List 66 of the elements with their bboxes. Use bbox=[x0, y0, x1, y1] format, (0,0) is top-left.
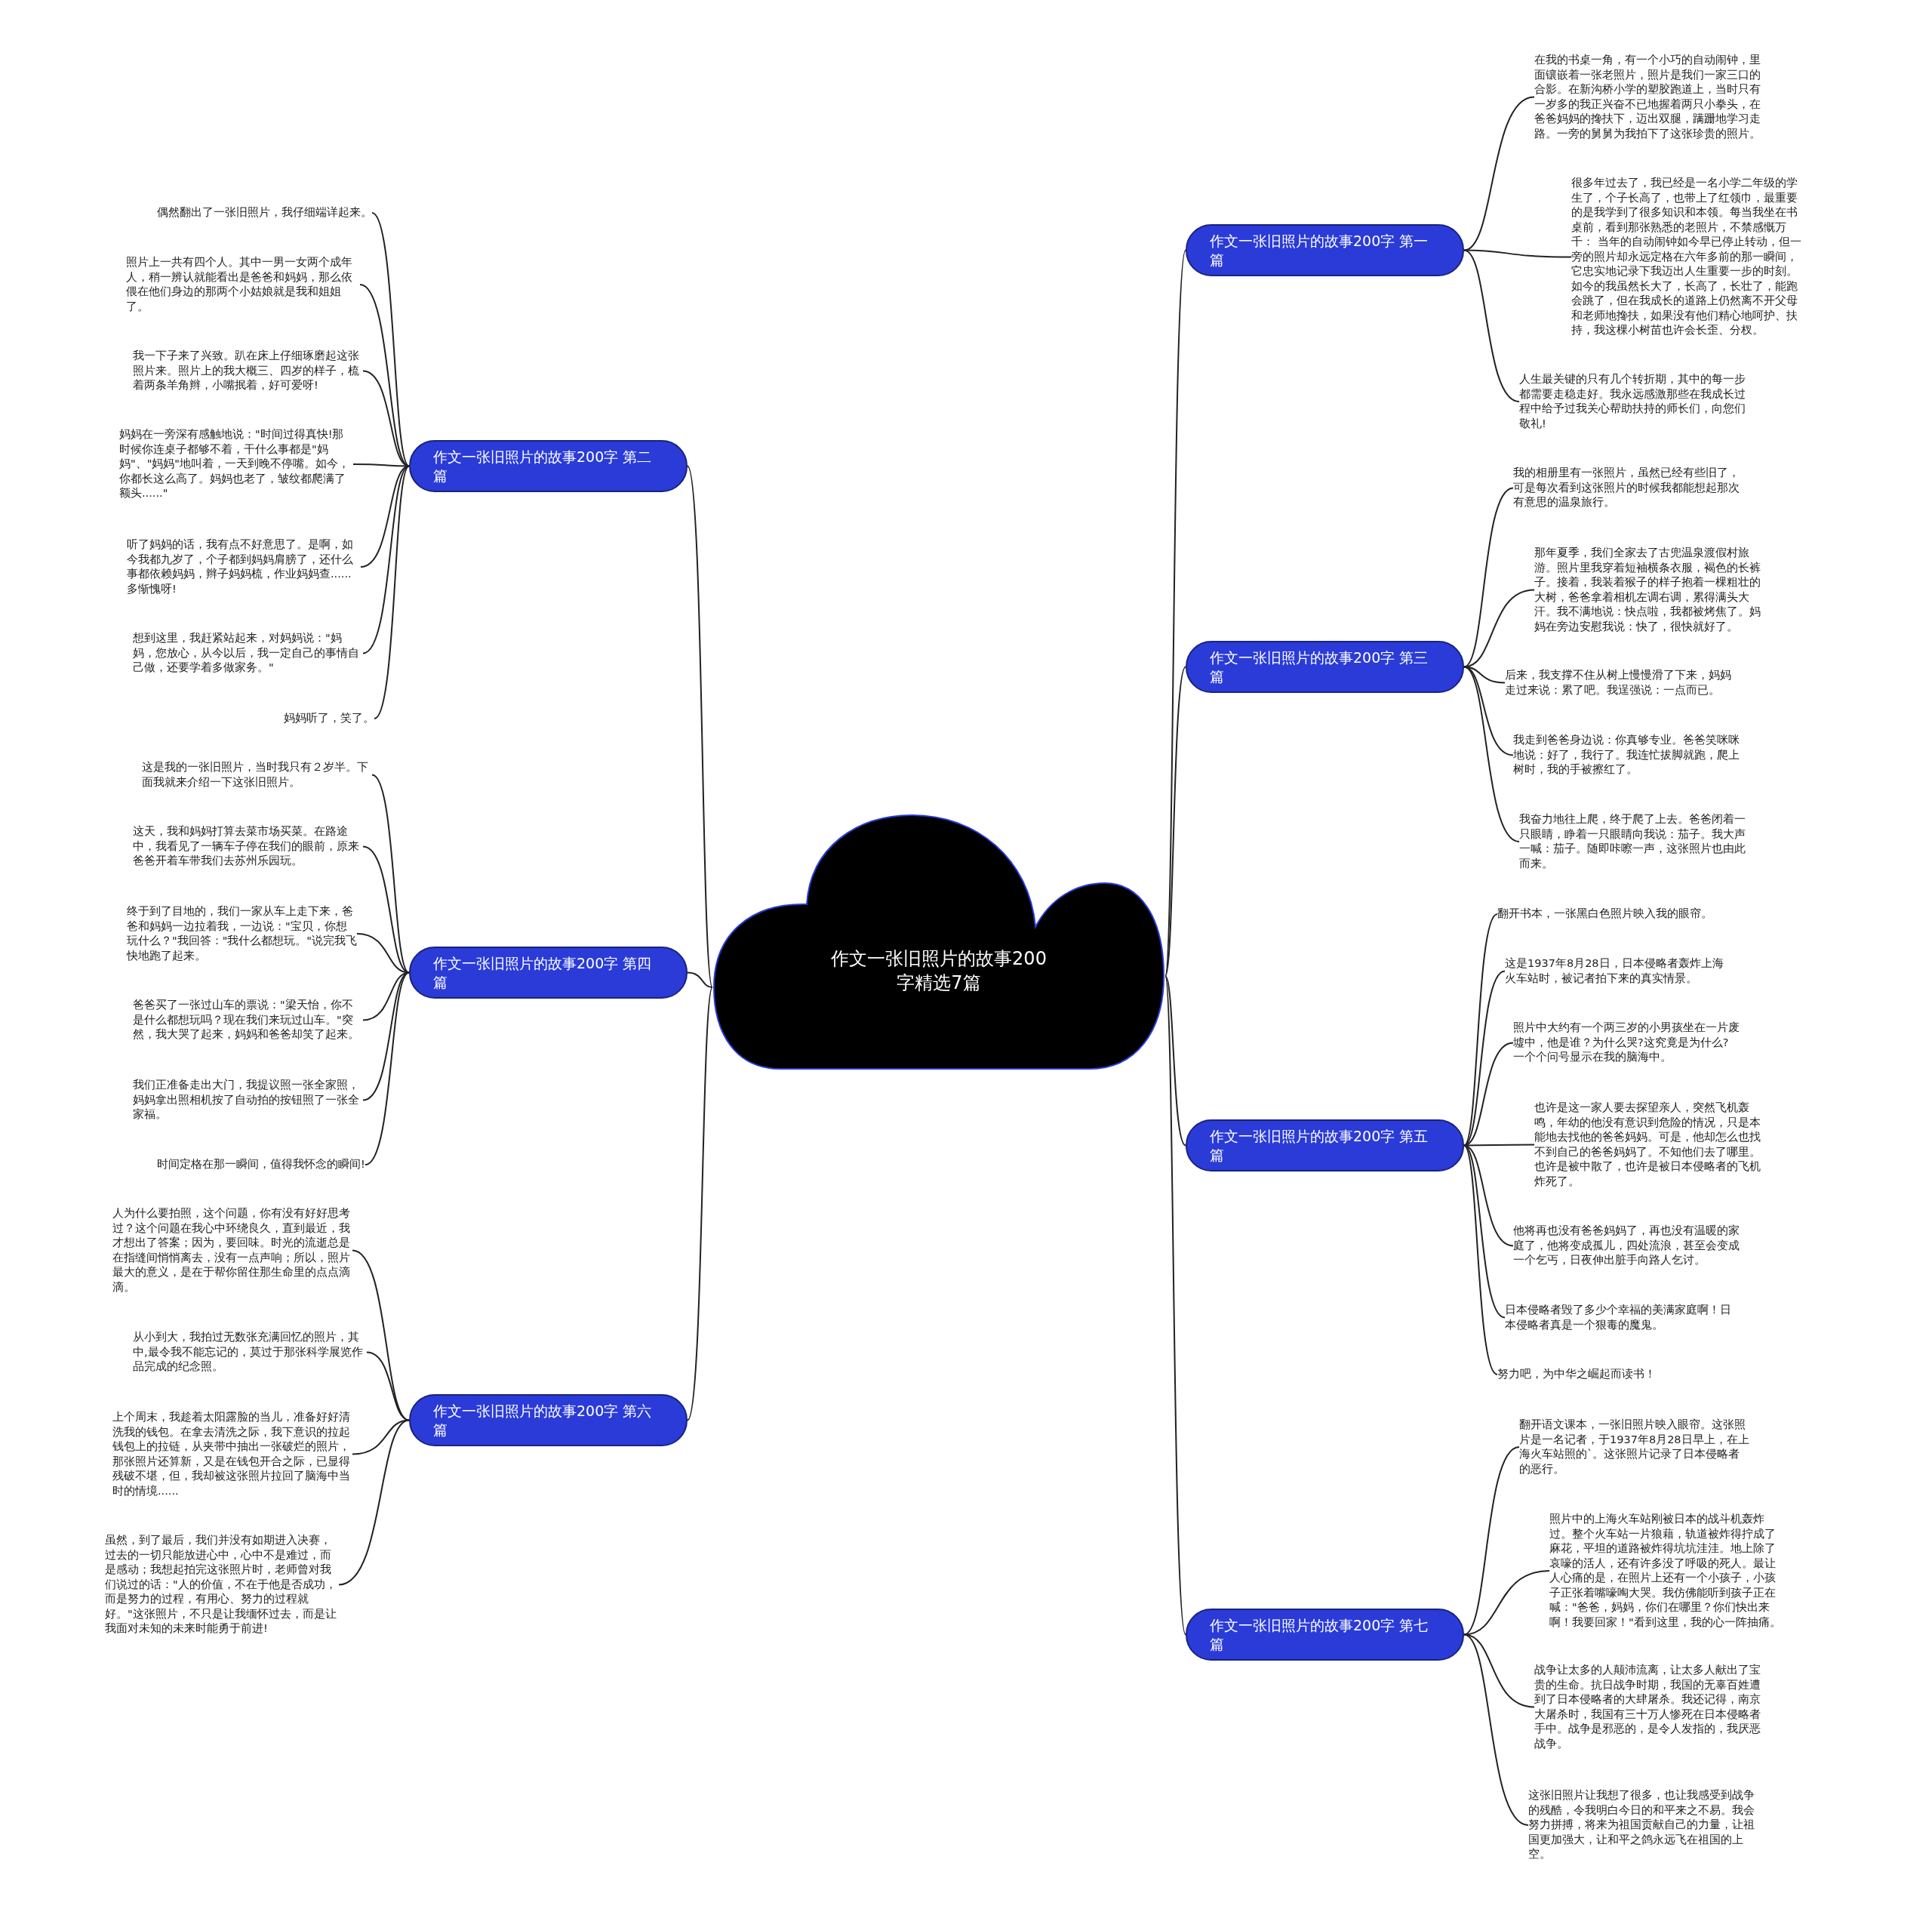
note-text: 他将再也没有爸爸妈妈了，再也没有温暖的家庭了，他将变成孤儿，四处流浪，甚至会变成一个乞丐，日夜伸出脏手向路人乞讨。 bbox=[1513, 1224, 1743, 1268]
note-text: 努力吧，为中华之崛起而读书！ bbox=[1497, 1367, 1656, 1382]
topic-box: 作文一张旧照片的故事200字 第七篇 bbox=[1186, 1609, 1464, 1661]
note-text: 终于到了目地的，我们一家从车上走下来，爸爸和妈妈一边拉着我，一边说："宝贝，你想玩什么？"我回答："我什么都想玩。"说完我飞快地跑了起来。 bbox=[127, 904, 357, 963]
note-text: 照片中的上海火车站刚被日本的战斗机轰炸过。整个火车站一片狼藉，轨道被炸得拧成了麻花，平坦的道路被炸得坑坑洼洼。地上除了哀嚎的活人，还有许多没了呼吸的死人。最让人心痛的是，在照片上还有一个小孩子，小孩子正张着嘴嚎啕大哭。我仿佛能听到孩子正在喊："爸爸，妈妈，你们在哪里？你们快出来啊！我要回家！"看到这里，我的心一阵抽痛。 bbox=[1549, 1512, 1783, 1630]
note-text: 我奋力地往上爬，终于爬了上去。爸爸闭着一只眼睛，睁着一只眼睛向我说：茄子。我大声一喊：茄子。随即咔嚓一声，这张照片也由此而来。 bbox=[1519, 812, 1746, 871]
note-text: 人生最关键的只有几个转折期，其中的每一步都需要走稳走好。我永远感激那些在我成长过程中给予过我关心帮助扶持的师长们，向您们敬礼! bbox=[1519, 372, 1746, 431]
connector-line bbox=[1463, 1570, 1550, 1636]
topic-box: 作文一张旧照片的故事200字 第四篇 bbox=[409, 947, 688, 999]
topic-box: 作文一张旧照片的故事200字 第三篇 bbox=[1186, 641, 1464, 693]
topic-box: 作文一张旧照片的故事200字 第二篇 bbox=[409, 440, 688, 492]
connector-line bbox=[687, 971, 713, 988]
note-text: 爸爸买了一张过山车的票说："梁天怡，你不是什么都想玩吗？现在我们来玩过山车。"突然，我大哭了起来，妈妈和爸爸却笑了起来。 bbox=[133, 998, 363, 1042]
topic-box: 作文一张旧照片的故事200字 第一篇 bbox=[1186, 224, 1464, 276]
connector-line bbox=[366, 1351, 410, 1421]
note-text: 从小到大，我拍过无数张充满回忆的照片，其中,最令我不能忘记的，莫过于那张科学展览作品完成的纪念照。 bbox=[133, 1330, 367, 1375]
topic-box: 作文一张旧照片的故事200字 第五篇 bbox=[1186, 1119, 1464, 1171]
note-text: 也许是这一家人要去探望亲人，突然飞机轰鸣，年幼的他没有意识到危险的情况，只是本能地去找他的爸爸妈妈。可是，他却怎么也找不到自己的爸爸妈妈了。不知他们去了哪里。也许是被中散了，也许是被日本侵略者的飞机炸死了。 bbox=[1534, 1101, 1764, 1189]
connector-line bbox=[371, 212, 410, 467]
central-topic-cloud: 作文一张旧照片的故事200字精选7篇 bbox=[712, 814, 1165, 1070]
note-text: 人为什么要拍照，这个问题，你有没有好好思考过？这个问题在我心中环绕良久，直到最近，我才想出了答案；因为，要回味。时光的流逝总是在指缝间悄悄离去，没有一点声响；所以，照片最大的意义，是在于帮你留住那生命里的点点滴滴。 bbox=[112, 1206, 352, 1295]
note-text: 虽然，到了最后，我们并没有如期进入决赛，过去的一切只能放进心中，心中不是难过，而是感动；我想起拍完这张照片时，老师曾对我们说过的话："人的价值，不在于他是否成功，而是努力的过程，有用心、努力的过程就好。"这张照片，不只是让我缅怀过去，而是让我面对未知的未来时能勇于前进! bbox=[105, 1533, 339, 1636]
note-text: 我的相册里有一张照片，虽然已经有些旧了，可是每次看到这张照片的时候我都能想起那次有意思的温泉旅行。 bbox=[1513, 466, 1740, 510]
note-text: 战争让太多的人颠沛流离，让太多人献出了宝贵的生命。抗日战争时期，我国的无辜百姓遭到了日本侵略者的大肆屠杀。我还记得，南京大屠杀时，我国有三十万人惨死在日本侵略者手中。战争是邪恶的，是令人发指的，我厌恶战争。 bbox=[1534, 1663, 1764, 1751]
connector-line bbox=[1164, 975, 1186, 1147]
note-text: 妈妈听了，笑了。 bbox=[284, 711, 374, 726]
note-text: 这是1937年8月28日，日本侵略者轰炸上海火车站时，被记者拍下来的真实情景。 bbox=[1505, 956, 1731, 986]
connector-line bbox=[1463, 913, 1498, 1147]
note-text: 翻开语文课本，一张旧照片映入眼帘。这张照片是一名记者，于1937年8月28日早上，在上海火车站照的`。这张照片记录了日本侵略者的恶行。 bbox=[1519, 1418, 1749, 1476]
topic-box: 作文一张旧照片的故事200字 第六篇 bbox=[409, 1394, 688, 1446]
note-text: 照片上一共有四个人。其中一男一女两个成年人，稍一辨认就能看出是爸爸和妈妈，那么依偎在他们身边的那两个小姑娘就是我和姐姐了。 bbox=[126, 255, 360, 314]
note-text: 我一下子来了兴致。趴在床上仔细琢磨起这张照片来。照片上的我大概三、四岁的样子，梳着两条羊角辫，小嘴抿着，好可爱呀! bbox=[133, 349, 363, 393]
connector-line bbox=[1164, 975, 1186, 1636]
note-text: 这张旧照片让我想了很多，也让我感受到战争的残酷，令我明白今日的和平来之不易。我会努力拼搏，将来为祖国贡献自己的力量，让祖国更加强大，让和平之鸽永远飞在祖国的上空。 bbox=[1528, 1788, 1758, 1862]
note-text: 这天，我和妈妈打算去菜市场买菜。在路途中，我看见了一辆车子停在我们的眼前，原来爸爸开着车带我们去苏州乐园玩。 bbox=[133, 824, 363, 869]
connector-line bbox=[1463, 96, 1535, 251]
note-text: 在我的书桌一角，有一个小巧的自动闹钟，里面镶嵌着一张老照片，照片是我们一家三口的合影。在新沟桥小学的塑胶跑道上，当时只有一岁多的我正兴奋不已地握着两只小拳头，在爸爸妈妈的搀扶下，迈出双腿，蹒跚地学习走路。一旁的舅舅为我拍下了这张珍贵的照片。 bbox=[1534, 53, 1764, 141]
connector-line bbox=[365, 971, 410, 1165]
connector-line bbox=[371, 774, 410, 974]
connector-line bbox=[1463, 666, 1520, 842]
note-text: 偶然翻出了一张旧照片，我仔细端详起来。 bbox=[157, 205, 372, 220]
connector-line bbox=[1164, 249, 1186, 977]
note-text: 上个周末，我趁着太阳露脸的当儿，准备好好清洗我的钱包。在拿去清洗之际，我下意识的拉起钱包上的拉链，从夹带中抽出一张破烂的照片，那张照片还算新，又是在钱包开合之际，已显得残破不堪，但，我却被这张照片拉回了脑海中当时的情境...... bbox=[112, 1410, 352, 1498]
connector-line bbox=[687, 987, 713, 1421]
note-text: 我们正准备走出大门，我提议照一张全家照，妈妈拿出照相机按了自动拍的按钮照了一张全家福。 bbox=[133, 1078, 363, 1122]
note-text: 时间定格在那一瞬间，值得我怀念的瞬间! bbox=[157, 1157, 365, 1172]
note-text: 很多年过去了，我已经是一名小学二年级的学生了，个子长高了，也带上了红领巾，最重要的是我学到了很多知识和本领。每当我坐在书桌前，看到那张熟悉的老照片，不禁感慨万千： 当年的自动闹钟如今早已停止转动，但一旁的照片却永远定格在六年多前的那一瞬间，它忠实地记录下我迈出人生重要一步的时刻。如今的我虽然长大了，长高了，长壮了，能跑会跳了，但在我成长的道路上仍然离不开父母和老师地搀扶，如果没有他们精心地呵护、扶持，我这棵小树苗也许会长歪、分杈。 bbox=[1571, 176, 1801, 338]
connector-line bbox=[1463, 1144, 1506, 1319]
note-text: 这是我的一张旧照片，当时我只有２岁半。下面我就来介绍一下这张旧照片。 bbox=[142, 760, 372, 790]
note-text: 我走到爸爸身边说：你真够专业。爸爸笑咪咪地说：好了，我行了。我连忙拔脚就跑，爬上树时，我的手被擦红了。 bbox=[1513, 733, 1740, 777]
note-text: 听了妈妈的话，我有点不好意思了。是啊，如今我都九岁了，个子都到妈妈肩膀了，还什么事都依赖妈妈，辫子妈妈梳，作业妈妈查......多惭愧呀! bbox=[127, 537, 361, 596]
note-text: 想到这里，我赶紧站起来，对妈妈说："妈妈，您放心，从今以后，我一定自己的事情自己做，还要学着多做家务。" bbox=[133, 631, 363, 676]
connector-line bbox=[338, 1419, 410, 1586]
note-text: 那年夏季，我们全家去了古兜温泉渡假村旅游。照片里我穿着短袖横条衣服，褐色的长裤子。接着，我装着猴子的样子抱着一棵粗壮的大树，爸爸拿着相机左调右调，累得满头大汗。我不满地说：快点啦，我都被烤焦了。妈妈在旁边安慰我说：快了，很快就好了。 bbox=[1534, 546, 1764, 634]
connector-line bbox=[1463, 249, 1520, 402]
connector-line bbox=[1463, 1633, 1529, 1826]
note-text: 日本侵略者毁了多少个幸福的美满家庭啊！日本侵略者真是一个狠毒的魔鬼。 bbox=[1505, 1303, 1735, 1332]
note-text: 照片中大约有一个两三岁的小男孩坐在一片废墟中，他是谁？为什么哭?这究竟是为什么?一个个问号显示在我的脑海中。 bbox=[1513, 1021, 1740, 1065]
note-text: 妈妈在一旁深有感触地说："时间过得真快!那时候你连桌子都够不着，干什么事都是"妈妈"、"妈妈"地叫着，一天到晚不停嘴。如今，你都长这么高了。妈妈也老了，皱纹都爬满了额头......" bbox=[119, 427, 353, 501]
connector-line bbox=[1463, 970, 1506, 1147]
connector-line bbox=[1164, 666, 1186, 977]
connector-line bbox=[374, 465, 410, 719]
note-text: 后来，我支撑不住从树上慢慢滑了下来，妈妈走过来说：累了吧。我逞强说：一点而已。 bbox=[1505, 668, 1735, 697]
note-text: 翻开书本，一张黑白色照片映入我的眼帘。 bbox=[1497, 907, 1712, 922]
connector-line bbox=[687, 465, 713, 988]
connector-line bbox=[1463, 1144, 1498, 1375]
